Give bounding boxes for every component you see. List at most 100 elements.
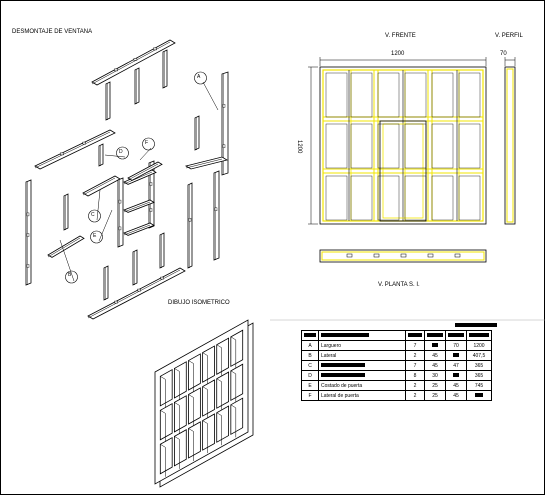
callout-circle-0 (194, 71, 207, 85)
plan-mortise-1 (373, 253, 380, 258)
side-a-mortise (222, 104, 226, 108)
row-dim-3: 365 (466, 370, 492, 381)
front-pane-2-5 (458, 175, 481, 221)
redacted-cell (448, 333, 464, 338)
row-dim-3: 407,5 (466, 350, 492, 361)
profile-view (504, 57, 516, 225)
front-pane-1-2 (377, 123, 400, 169)
callout-a: A (197, 74, 201, 80)
row-quantity: 2 (405, 380, 425, 391)
depth-dimension: 70 (500, 51, 507, 57)
front-pane-0-0 (325, 72, 348, 118)
isometric-title: DIBUJO ISOMETRICO (168, 300, 230, 306)
short-post-a (194, 115, 200, 151)
front-pane-2-1 (350, 175, 373, 221)
front-pane-1-1 (350, 123, 373, 169)
post-a1 (105, 81, 111, 121)
redacted-cell (475, 393, 483, 398)
row-id: A (301, 340, 319, 351)
row-dim-3: 745 (466, 380, 492, 391)
table-header-row (301, 330, 492, 341)
iso-opening-edge-2-0 (160, 444, 166, 448)
post-b1 (63, 193, 69, 231)
front-pane-1-3 (404, 123, 427, 169)
row-id: D (301, 370, 319, 381)
iso-opening-0-1 (174, 361, 187, 399)
iso-opening-edge-1-5 (230, 370, 236, 375)
plan-highlight (321, 251, 485, 261)
callout-f: F (145, 140, 149, 146)
iso-opening-edge-2-2 (188, 428, 194, 432)
row-id: F (301, 390, 319, 401)
row-quantity: 2 (405, 390, 425, 401)
rail-right-edge (185, 158, 223, 169)
plan-view (319, 249, 487, 263)
iso-opening-0-0 (159, 368, 173, 407)
iso-opening-2-0 (159, 436, 173, 475)
front-pane-0-2 (377, 72, 400, 118)
iso-opening-edge-1-3 (202, 386, 208, 390)
iso-opening-edge-0-1 (174, 368, 180, 372)
plan-mortise-0 (346, 253, 353, 258)
iso-opening-2-4 (216, 405, 229, 443)
iso-opening-1-1 (174, 395, 187, 433)
row-dim-2 (445, 370, 467, 381)
rail-c (82, 175, 121, 197)
bottom-rail (87, 267, 186, 320)
rail-d-edge (34, 131, 111, 169)
door-rail-3-edge (123, 224, 151, 236)
front-outer-frame (319, 66, 487, 225)
bottom-rail-mortise (160, 276, 164, 280)
table-header-cell (424, 330, 446, 341)
row-description: Costado de puerta (318, 380, 406, 391)
door-rail-top-edge (127, 163, 159, 181)
callout-circle-5 (142, 137, 155, 151)
redacted-cell (469, 333, 489, 338)
front-pane-2-0 (325, 175, 348, 221)
door-rail-1-edge (123, 171, 153, 185)
top-rail-a-mortise (153, 47, 157, 51)
front-stile-1 (427, 69, 433, 222)
plan-mortise-2 (400, 253, 407, 258)
front-pane-2-3 (404, 175, 427, 221)
row-dim-1: 25 (424, 390, 446, 401)
door-side-f-mortise (149, 208, 153, 212)
rail-b-edge (47, 237, 81, 258)
isometric-view (154, 319, 254, 488)
exploded-title: DESMONTAJE DE VENTANA (12, 29, 93, 35)
iso-opening-edge-0-5 (230, 336, 236, 341)
redacted-cell (321, 333, 369, 338)
row-dim-1: 45 (424, 350, 446, 361)
redacted-cell (304, 333, 316, 338)
row-dim-2: 47 (445, 360, 467, 371)
callout-circle-1 (65, 270, 78, 284)
callout-d: D (119, 149, 123, 155)
callout-b: B (68, 272, 72, 278)
row-quantity: 7 (405, 340, 425, 351)
door-side-e-mortise (118, 226, 122, 231)
front-pane-0-5 (458, 72, 481, 118)
post-b2 (103, 265, 109, 301)
side-b-mortise (26, 212, 30, 217)
redacted-cell (408, 333, 422, 338)
side-a-mortise (222, 144, 226, 148)
door-side-e (117, 177, 124, 248)
front-door-inner (382, 123, 424, 219)
row-description: Larguero (318, 340, 406, 351)
profile-view-title: V. PERFIL (495, 33, 523, 39)
front-pane-0-3 (404, 72, 427, 118)
redacted-cell (427, 333, 443, 338)
redacted-cell (453, 353, 459, 358)
front-pane-2-4 (431, 175, 454, 221)
iso-opening-0-3 (202, 345, 215, 383)
height-dimension: 1200 (296, 140, 302, 154)
iso-opening-0-2 (188, 353, 201, 391)
iso-opening-edge-0-0 (160, 376, 166, 380)
iso-opening-edge-0-4 (216, 344, 222, 348)
side-right-2 (213, 170, 220, 261)
iso-opening-2-2 (188, 421, 201, 459)
